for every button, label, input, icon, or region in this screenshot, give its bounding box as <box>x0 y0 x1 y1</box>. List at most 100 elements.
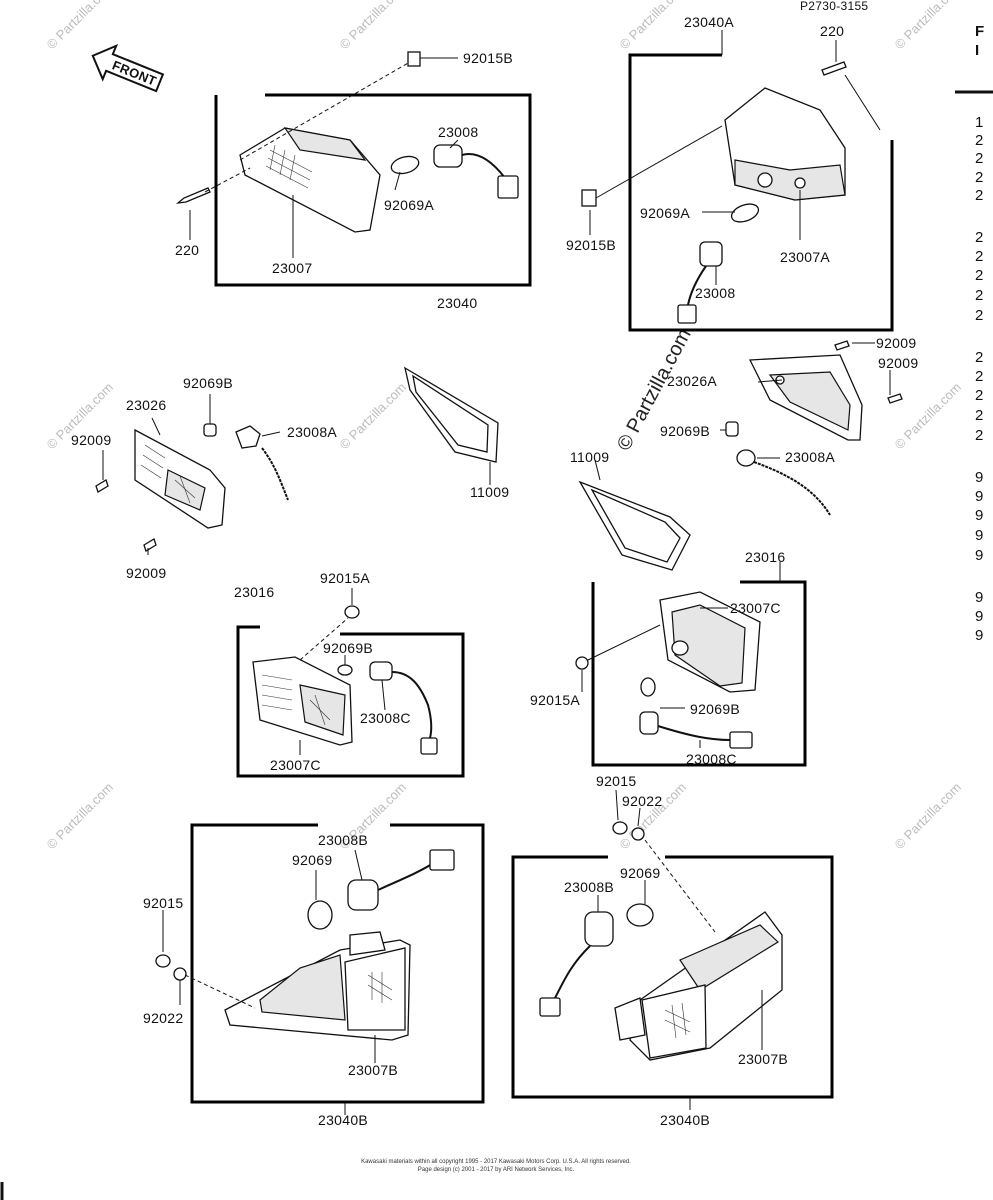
ref-header-1: F <box>975 23 984 40</box>
ref-9: 2 <box>975 287 983 304</box>
label-92069-h: 92069 <box>620 865 660 881</box>
label-92009-c1: 92009 <box>71 432 111 448</box>
label-23040-a: 23040 <box>437 295 477 311</box>
label-92009-d1: 92009 <box>876 335 916 351</box>
footer-copyright-2: Page design (c) 2001 - 2017 by ARI Netwo… <box>418 1167 575 1173</box>
label-92015-g: 92015 <box>143 895 183 911</box>
label-23016-f: 23016 <box>745 549 785 565</box>
label-92022-h: 92022 <box>622 793 662 809</box>
label-11009-d: 11009 <box>570 449 609 465</box>
label-23040B-g: 23040B <box>318 1112 368 1128</box>
ref-18: 9 <box>975 507 983 524</box>
label-23008-b: 23008 <box>695 285 735 301</box>
label-23007C-e: 23007C <box>270 757 321 773</box>
ref-17: 9 <box>975 488 983 505</box>
label-23008B-g: 23008B <box>318 832 368 848</box>
assembly-23040B-left: 23008B 92069 92015 92022 23007B 23040B <box>143 823 485 1128</box>
gasket-11009-right: 11009 <box>570 449 691 571</box>
ref-16: 9 <box>975 469 983 486</box>
label-92022-g: 92022 <box>143 1010 183 1026</box>
watermark-7: © Partzilla.com <box>892 380 965 453</box>
assembly-23040: 92015B 23008 92069A 220 23007 23040 <box>175 50 532 311</box>
assembly-23040B-right: 92015 92022 23008B 92069 23007B 23040B <box>511 773 834 1128</box>
ref-20: 9 <box>975 547 983 564</box>
assembly-23040A: 23040A 220 92015B 92069A 23007A 23008 <box>566 14 894 332</box>
bulb-92069-g <box>307 900 333 930</box>
ref-10: 2 <box>975 307 983 324</box>
ref-1: 1 <box>975 114 983 131</box>
gasket-11009-left: 11009 <box>404 366 509 500</box>
nut-92015-g <box>155 954 171 968</box>
label-23008C-e: 23008C <box>360 710 411 726</box>
label-23007A: 23007A <box>780 249 830 265</box>
bulb-92069A <box>390 155 420 175</box>
ref-15: 2 <box>975 427 983 444</box>
ref-23: 9 <box>975 627 983 644</box>
watermark-11: © Partzilla.com <box>892 780 965 853</box>
bulb-92069A-b <box>730 203 760 223</box>
ref-header-2: I <box>975 42 979 59</box>
label-92015-h: 92015 <box>596 773 636 789</box>
label-92069B-c: 92069B <box>183 375 233 391</box>
footer-copyright-1: Kawasaki materials within all copyright … <box>361 1159 631 1165</box>
ref-12: 2 <box>975 368 983 385</box>
ref-3: 2 <box>975 150 983 167</box>
washer-92022-g <box>173 967 187 981</box>
label-92069A-a: 92069A <box>384 197 434 213</box>
label-92069B-d: 92069B <box>660 423 710 439</box>
watermark-10: © Partzilla.com <box>617 780 690 853</box>
label-11009-c: 11009 <box>470 484 509 500</box>
nut-92015A-e <box>344 605 360 619</box>
label-92069-g: 92069 <box>292 852 332 868</box>
label-220-b: 220 <box>820 23 844 39</box>
label-23008B-h: 23008B <box>564 879 614 895</box>
label-23007B-h: 23007B <box>738 1051 788 1067</box>
label-92069B-f: 92069B <box>690 701 740 717</box>
bulb-92069B-e <box>337 664 353 676</box>
label-92015B-b: 92015B <box>566 237 616 253</box>
bulb-92069B-c <box>203 423 217 437</box>
assembly-23026: 92069B 23026 92009 92009 23008A <box>71 375 337 581</box>
ref-8: 2 <box>975 267 983 284</box>
bulb-92069B-d <box>725 421 739 437</box>
watermark-6: © Partzilla.com <box>337 380 410 453</box>
watermark-4: © Partzilla.com <box>892 0 965 52</box>
ref-11: 2 <box>975 349 983 366</box>
label-92009-c2: 92009 <box>126 565 166 581</box>
label-23008A-c: 23008A <box>287 424 337 440</box>
ref-5: 2 <box>975 187 983 204</box>
socket-23008A-c <box>235 425 261 449</box>
clip-92015B <box>407 51 421 67</box>
label-92015A-f: 92015A <box>530 692 580 708</box>
label-23026A: 23026A <box>667 373 717 389</box>
socket-23008C-e <box>369 661 393 681</box>
watermark-1: © Partzilla.com <box>44 0 117 52</box>
socket-23008A-d <box>736 449 756 467</box>
clip-92015B-b <box>581 189 597 207</box>
label-92069B-e: 92069B <box>323 640 373 656</box>
reference-column: F I 1 2 2 2 2 2 2 2 2 2 2 2 2 2 2 9 9 9 … <box>955 23 993 644</box>
nut-92015-h <box>612 821 628 835</box>
label-23008-a: 23008 <box>438 124 478 140</box>
bulb-92069-h <box>626 903 654 927</box>
diagram-code: P2730-3155 <box>800 0 868 13</box>
ref-22: 9 <box>975 608 983 625</box>
socket-23008B-g <box>347 879 379 911</box>
label-23007C-f: 23007C <box>730 600 781 616</box>
socket-23008C-f <box>639 711 659 735</box>
label-23026: 23026 <box>126 397 166 413</box>
ref-19: 9 <box>975 527 983 544</box>
ref-13: 2 <box>975 387 983 404</box>
ref-2: 2 <box>975 132 983 149</box>
socket-23008B-h <box>584 911 614 947</box>
washer-92022-h <box>631 827 645 841</box>
nut-92015A-f <box>575 656 589 670</box>
ref-6: 2 <box>975 229 983 246</box>
label-23040B-h: 23040B <box>660 1112 710 1128</box>
label-92015A-e: 92015A <box>320 570 370 586</box>
ref-7: 2 <box>975 248 983 265</box>
ref-14: 2 <box>975 407 983 424</box>
socket-23008-b <box>699 241 723 267</box>
screw-220-b <box>821 61 847 76</box>
